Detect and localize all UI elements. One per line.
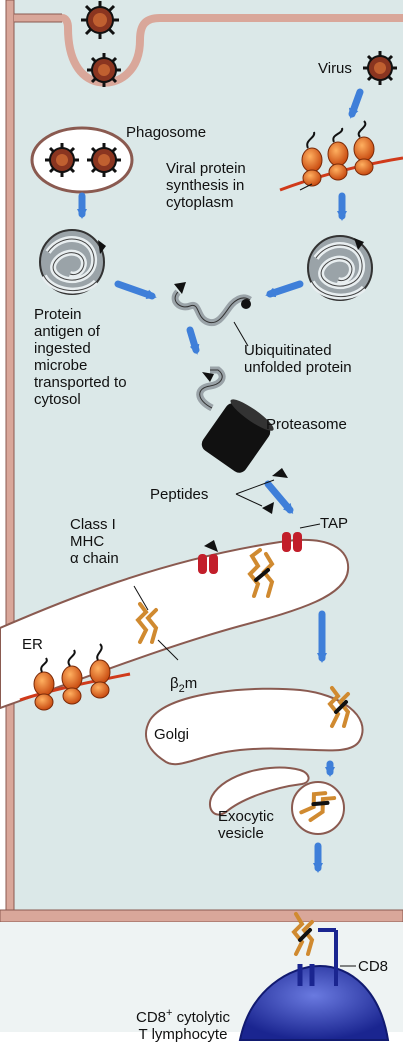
label-virus: Virus xyxy=(318,60,352,77)
label-protein-antigen: Protein antigen of ingested microbe tran… xyxy=(34,306,127,408)
label-tap: TAP xyxy=(320,515,348,532)
virus-entering xyxy=(81,1,119,39)
b2m-beta: β xyxy=(170,675,179,692)
label-b2m: β2m xyxy=(170,658,197,698)
label-cd8-t-cell: CD8+ cytolytic T lymphocyte xyxy=(136,988,230,1043)
label-class1-mhc: Class I MHC α chain xyxy=(70,516,119,567)
cell-membrane-left xyxy=(6,0,14,940)
label-phagosome: Phagosome xyxy=(126,124,206,141)
cd8-cell-pre: CD8 xyxy=(136,1009,166,1026)
label-viral-synthesis: Viral protein synthesis in cytoplasm xyxy=(166,160,246,211)
label-golgi: Golgi xyxy=(154,726,189,743)
exocytic-vesicle xyxy=(292,782,344,834)
b2m-m: m xyxy=(185,675,198,692)
virus-in-cup xyxy=(87,53,121,87)
label-peptides: Peptides xyxy=(150,486,208,503)
label-exocytic: Exocytic vesicle xyxy=(218,808,274,842)
virus-right xyxy=(363,51,397,85)
label-ubiquitinated: Ubiquitinated unfolded protein xyxy=(244,342,352,376)
virus-in-phagosome-1 xyxy=(45,143,79,177)
label-er: ER xyxy=(22,636,43,653)
plasma-membrane-bottom xyxy=(0,910,403,922)
label-proteasome: Proteasome xyxy=(266,416,347,433)
folded-protein-left xyxy=(40,230,106,294)
label-cd8: CD8 xyxy=(358,958,388,975)
folded-protein-right xyxy=(308,236,372,300)
virus-in-phagosome-2 xyxy=(87,143,121,177)
